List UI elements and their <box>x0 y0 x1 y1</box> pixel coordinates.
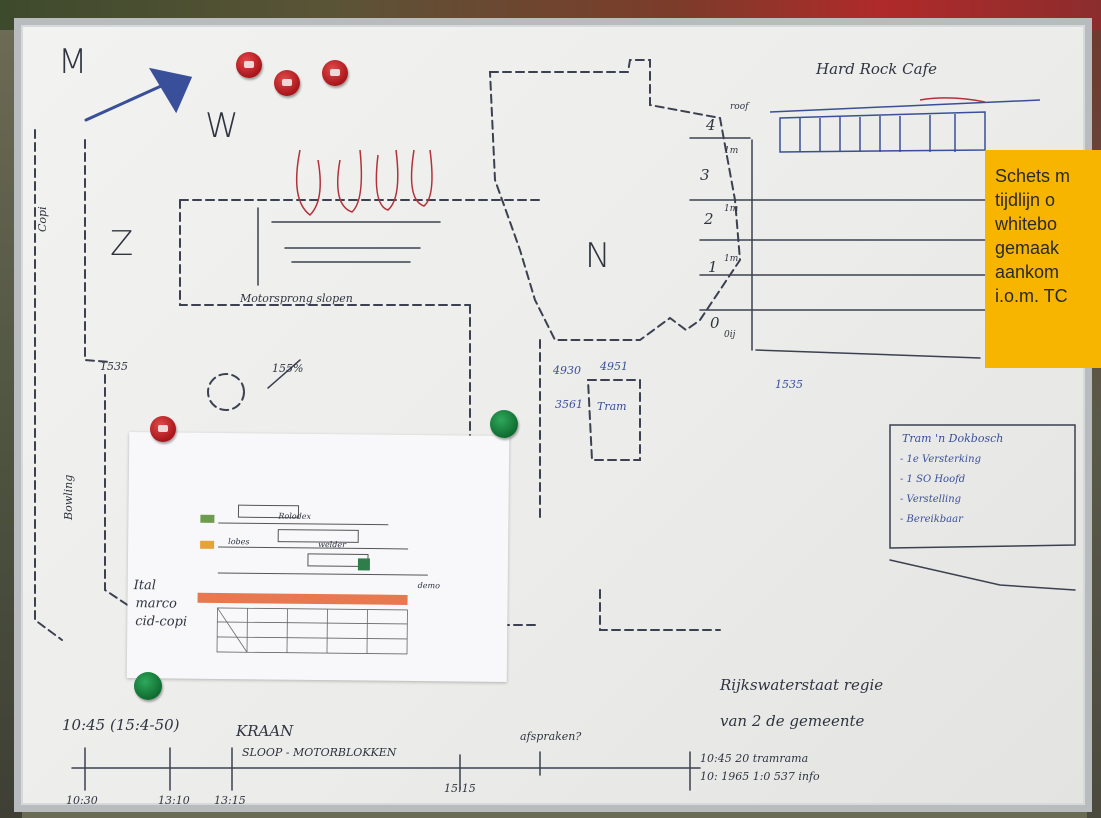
notes-line: Tram 'n Dokbosch <box>902 432 1004 445</box>
level-label: 3 <box>700 166 710 184</box>
level-sublabel: 0ij <box>724 330 736 340</box>
green-magnet <box>134 672 162 700</box>
zone-z-label: Motorsprong slopen <box>240 292 353 305</box>
level-label: 0 <box>710 314 720 332</box>
level-label: 4 <box>706 116 716 134</box>
notes-line: - Bereikbaar <box>900 514 963 525</box>
sheet-label: demo <box>417 581 441 591</box>
timeline-header: afspraken? <box>520 730 582 743</box>
level-label: 2 <box>704 210 714 228</box>
area-letter-n: N <box>585 236 611 276</box>
timeline-header: KRAAN <box>236 722 294 740</box>
timeline-header: SLOOP - MOTORBLOKKEN <box>242 746 397 759</box>
tram-code: 4951 <box>600 360 628 373</box>
red-magnet <box>236 52 262 78</box>
tram-code: 3561 <box>555 398 583 411</box>
sheet-name: cid-copi <box>135 614 188 630</box>
code-center: 1535 <box>775 378 803 391</box>
timeline-header: 10:45 (15:4-50) <box>62 716 180 734</box>
level-sublabel: 1m <box>724 254 739 264</box>
bottom-note: van 2 de gemeente <box>720 712 865 730</box>
area-letter-m: M <box>58 42 88 82</box>
annotation-callout: Schets m tijdlijn o whitebo gemaak aanko… <box>985 150 1101 368</box>
bottom-note: Rijkswaterstaat regie <box>720 676 884 694</box>
timeline-tick: 13:15 <box>214 794 246 807</box>
annotation-line: whitebo <box>995 214 1058 234</box>
level-sublabel: 1m <box>724 146 739 156</box>
sheet-label: welder <box>318 540 347 550</box>
timeline-tick: 13:10 <box>158 794 190 807</box>
red-magnet <box>150 416 176 442</box>
timeline-end-note: 10: 1965 1:0 537 info <box>700 770 820 783</box>
area-letter-w: W <box>205 106 239 146</box>
red-magnet <box>274 70 300 96</box>
timeline-tick: 15:15 <box>444 782 476 795</box>
timeline-tick: 10:30 <box>66 794 98 807</box>
level-label: 1 <box>708 258 718 276</box>
annotation-line: i.o.m. TC <box>995 286 1068 306</box>
side-label-left: Copi <box>36 206 49 232</box>
notes-line: - 1e Versterking <box>900 454 981 465</box>
annotation-line: Schets m <box>995 166 1071 186</box>
area-letter-z: Z <box>110 224 134 264</box>
notes-line: - Verstelling <box>900 494 962 505</box>
tram-label: Tram <box>597 400 627 413</box>
code-left: 1535 <box>100 360 128 373</box>
sheet-label: lobes <box>228 537 250 547</box>
level-sublabel: 1m <box>724 204 739 214</box>
level-sublabel: roof <box>730 102 749 112</box>
annotation-line: gemaak <box>995 238 1060 258</box>
annotation-line: tijdlijn o <box>995 190 1056 210</box>
sheet-diagram <box>197 504 428 655</box>
sheet-label: Rolodex <box>278 511 312 521</box>
red-magnet <box>322 60 348 86</box>
sheet-name: Ital <box>133 578 157 594</box>
corner-label: Hard Rock Cafe <box>816 60 937 78</box>
crossed-text: 155% <box>272 362 304 375</box>
annotation-line: aankom <box>995 262 1060 282</box>
paper-sheet: Ital marco cid-copi Rolodex lobes welder… <box>126 432 510 682</box>
green-magnet <box>490 410 518 438</box>
timeline-end-note: 10:45 20 tramrama <box>700 752 809 765</box>
notes-line: - 1 SO Hoofd <box>900 474 966 485</box>
tram-code: 4930 <box>553 364 581 377</box>
sheet-name: marco <box>135 596 177 612</box>
side-label-bottom: Bowling <box>62 474 75 520</box>
